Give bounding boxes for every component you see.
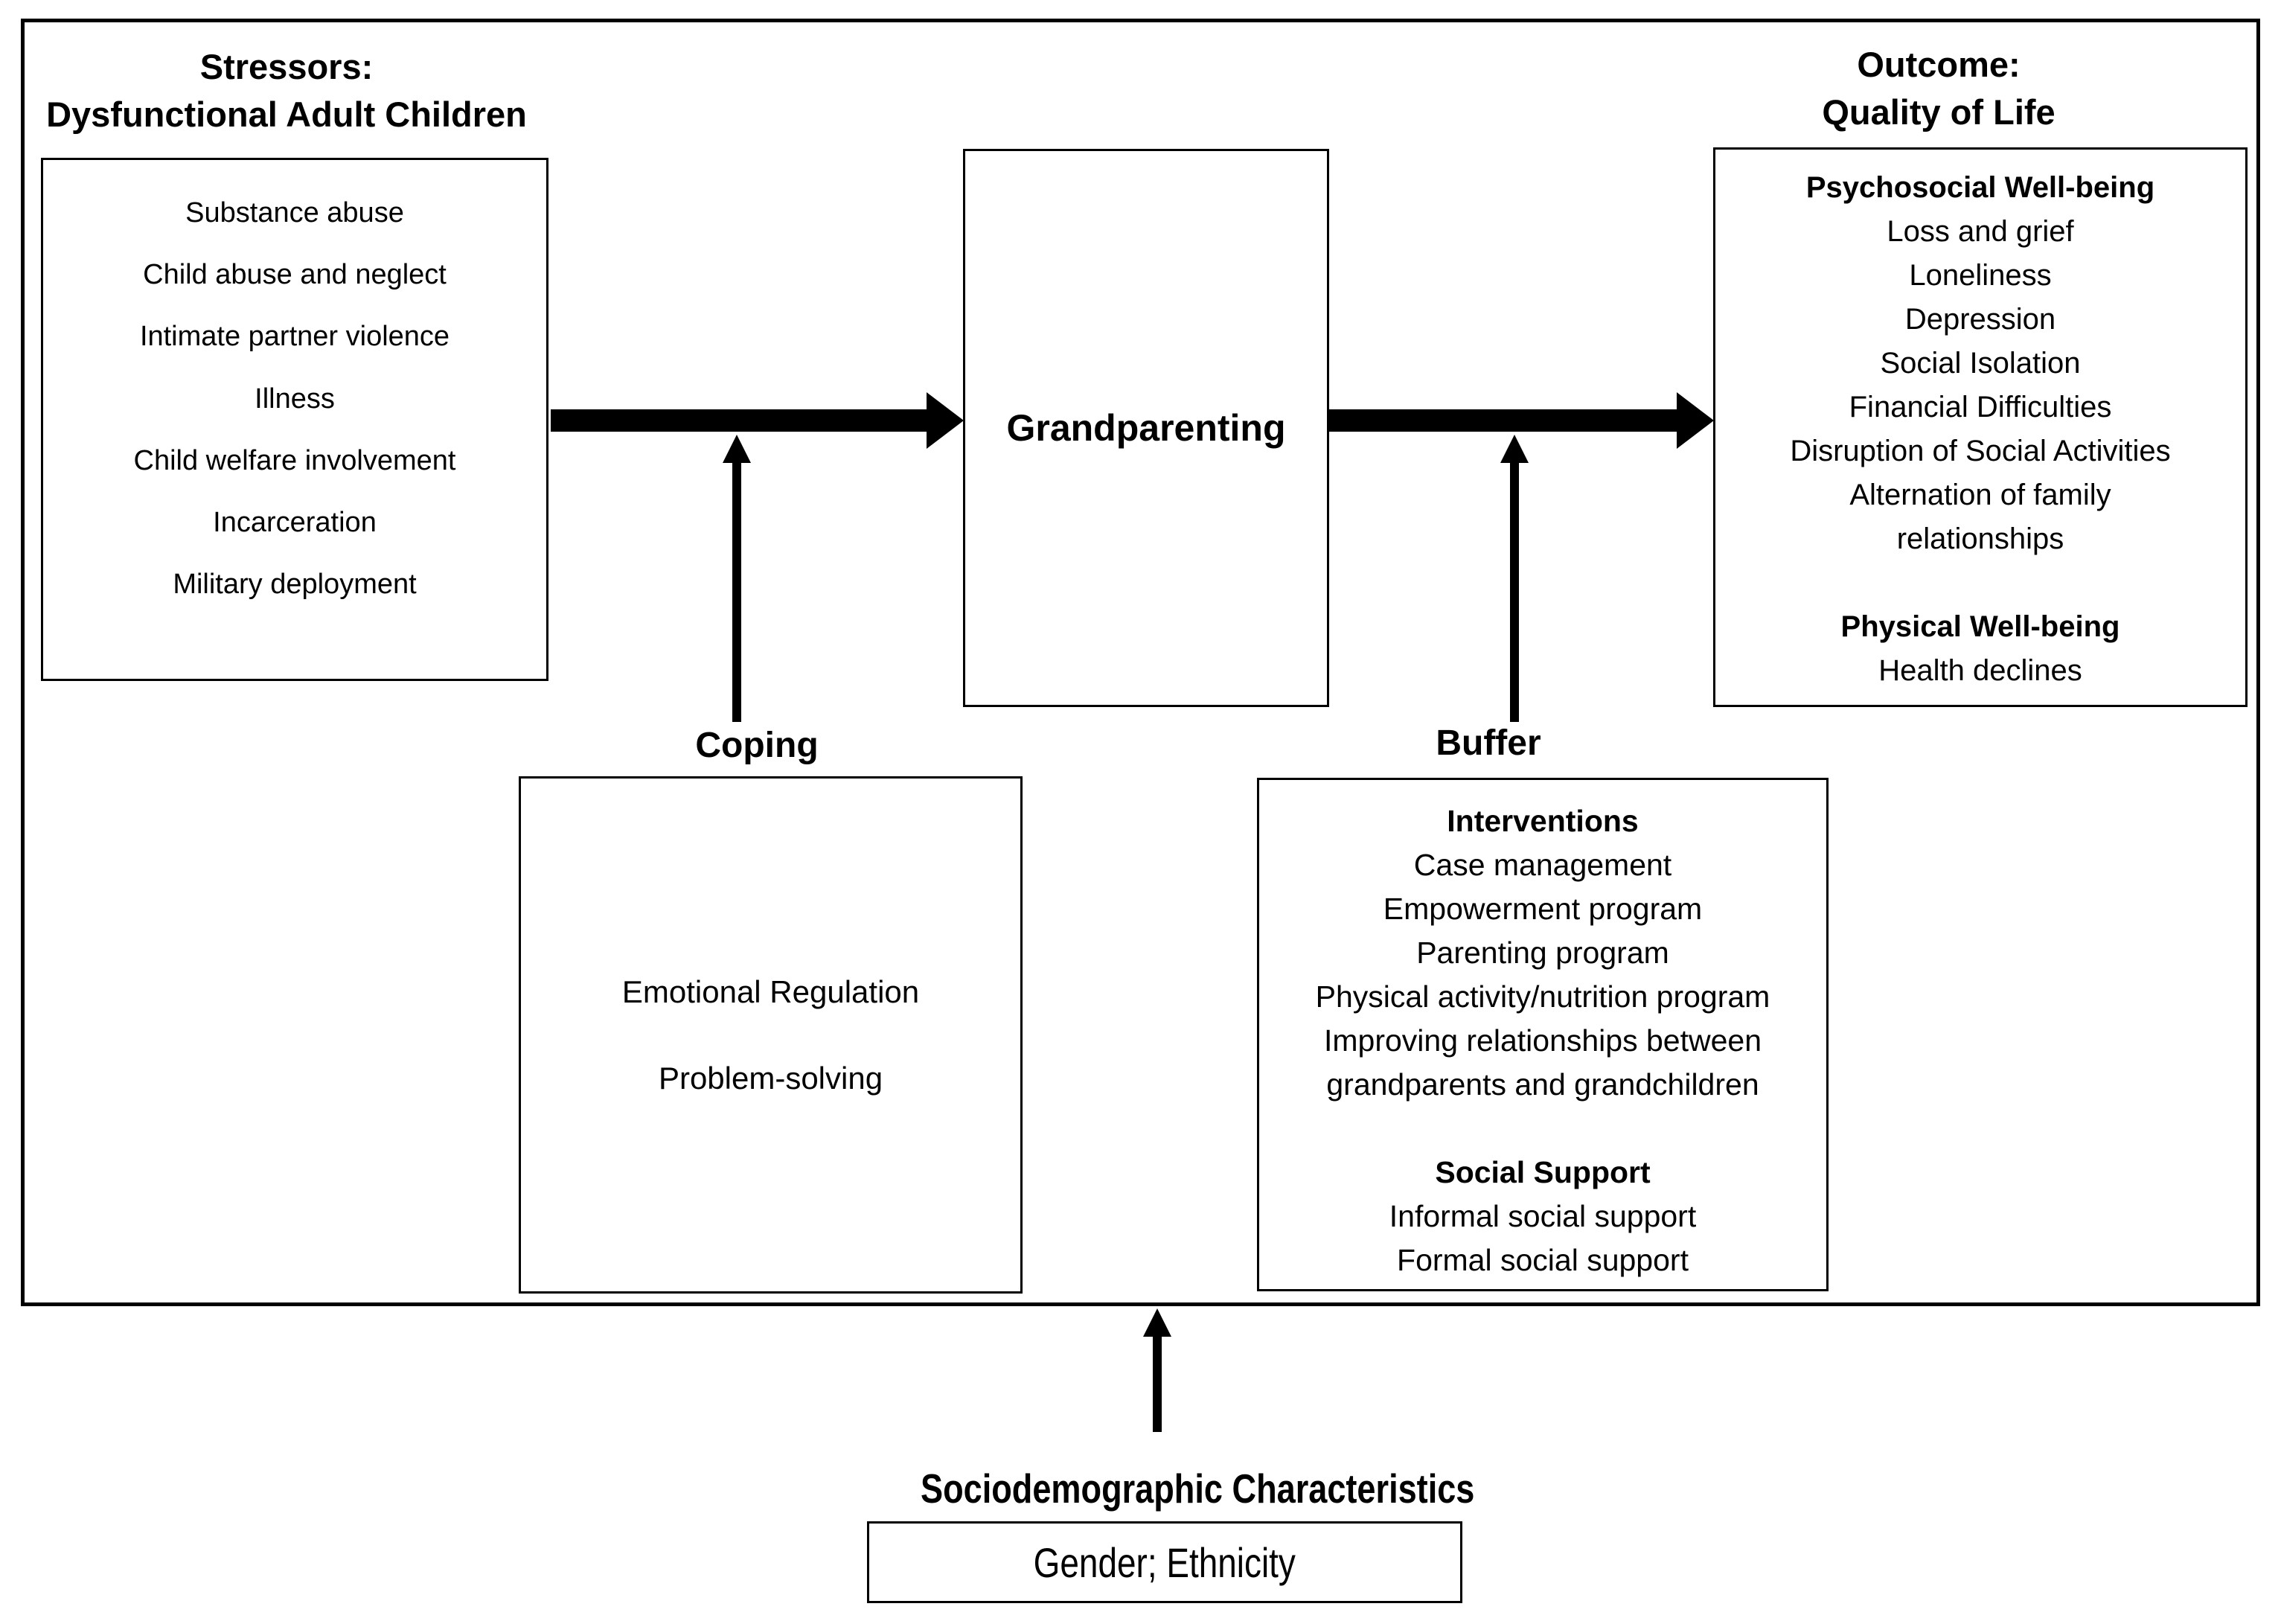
- stressor-item: Incarceration: [213, 506, 377, 538]
- outcome-item: Depression: [1904, 303, 2056, 336]
- buffer-item: Physical activity/nutrition program: [1315, 979, 1770, 1014]
- arrow-shaft: [551, 409, 927, 432]
- outcome-item: Loneliness: [1909, 259, 2052, 292]
- coping-item: Problem-solving: [658, 1060, 883, 1096]
- outcome-title-line1: Outcome:: [1857, 45, 2021, 84]
- stressor-item: Illness: [255, 383, 335, 415]
- stressors-title-line1: Stressors:: [199, 47, 374, 86]
- arrow-shaft: [1329, 409, 1677, 432]
- gender-ethnicity-text: Gender; Ethnicity: [1033, 1538, 1296, 1586]
- outcome-title-line2: Quality of Life: [1822, 92, 2056, 132]
- buffer-item: Case management: [1413, 848, 1672, 882]
- arrow-head-up-icon: [1143, 1308, 1171, 1337]
- outcome-item: Disruption of Social Activities: [1790, 435, 2171, 467]
- grandparenting-box: Grandparenting: [963, 149, 1329, 707]
- social-support-heading: Social Support: [1435, 1155, 1651, 1189]
- outcome-item: Financial Difficulties: [1849, 391, 2112, 423]
- stressors-title-line2: Dysfunctional Adult Children: [46, 95, 527, 134]
- coping-item: Emotional Regulation: [621, 974, 920, 1009]
- sociodemographic-label: Sociodemographic Characteristics: [921, 1465, 1475, 1512]
- arrow-head-right-icon: [927, 392, 964, 449]
- stressor-item: Intimate partner violence: [139, 321, 450, 353]
- stressor-item: Substance abuse: [185, 197, 404, 229]
- buffer-item: Empowerment program: [1383, 892, 1703, 926]
- buffer-item: Parenting program: [1416, 936, 1669, 970]
- arrow-head-up-icon: [723, 435, 751, 463]
- arrow-shaft: [732, 461, 741, 722]
- arrow-shaft: [1153, 1335, 1162, 1432]
- grandparenting-label: Grandparenting: [1006, 407, 1286, 449]
- physical-items: Health declines: [1715, 649, 2245, 693]
- buffer-item: Informal social support: [1389, 1199, 1697, 1233]
- arrow-head-up-icon: [1500, 435, 1529, 463]
- stressor-item: Child abuse and neglect: [143, 259, 447, 291]
- coping-label: Coping: [695, 726, 819, 765]
- gender-ethnicity-box: Gender; Ethnicity: [867, 1521, 1462, 1603]
- model-outer-frame: [21, 19, 2260, 1306]
- psychosocial-heading: Psychosocial Well-being: [1805, 171, 2155, 204]
- outcome-title: Outcome: Quality of Life: [1674, 41, 2203, 136]
- outcome-item: Alternation of family relationships: [1849, 479, 2111, 555]
- stressor-item: Child welfare involvement: [133, 444, 456, 476]
- outcome-item: Health declines: [1878, 654, 2082, 687]
- interventions-heading: Interventions: [1447, 804, 1639, 838]
- buffer-item: Formal social support: [1397, 1243, 1689, 1277]
- buffer-item: Improving relationships between grandpar…: [1324, 1023, 1762, 1102]
- stressor-item: Military deployment: [173, 568, 417, 600]
- outcome-item: Social Isolation: [1880, 347, 2081, 380]
- stressors-title: Stressors: Dysfunctional Adult Children: [22, 43, 551, 138]
- arrow-shaft: [1510, 461, 1519, 722]
- physical-heading: Physical Well-being: [1840, 610, 2120, 643]
- arrow-head-right-icon: [1677, 392, 1714, 449]
- outcome-item: Loss and grief: [1887, 215, 2074, 248]
- buffer-label: Buffer: [1436, 723, 1541, 763]
- physical-section: Physical Well-being Health declines: [1715, 605, 2245, 693]
